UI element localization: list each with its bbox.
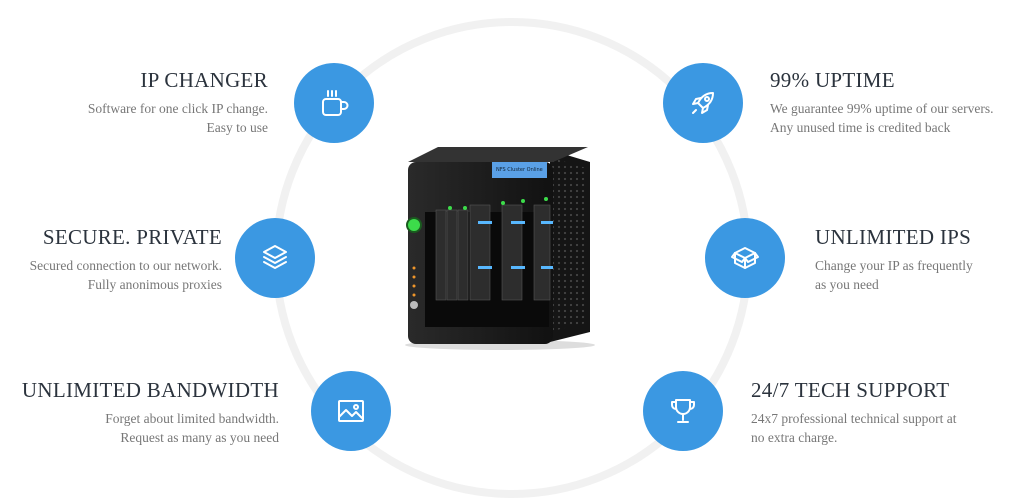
feature-secure-private: SECURE. PRIVATE Secured connection to ou… [0, 225, 222, 294]
feature-desc: Forget about limited bandwidth.Request a… [105, 411, 279, 445]
coffee-cup-icon [294, 63, 374, 143]
feature-desc: Software for one click IP change.Easy to… [87, 101, 268, 135]
feature-unlimited-bandwidth: UNLIMITED BANDWIDTH Forget about limited… [0, 378, 279, 447]
box-icon [705, 218, 785, 298]
feature-title: IP CHANGER [140, 68, 268, 92]
feature-title: SECURE. PRIVATE [42, 225, 222, 249]
server-screen-text: NFS Cluster Online [496, 167, 543, 173]
feature-desc: We guarantee 99% uptime of our servers.A… [770, 101, 994, 135]
feature-unlimited-ips: UNLIMITED IPS Change your IP as frequent… [815, 225, 1024, 294]
feature-uptime: 99% UPTIME We guarantee 99% uptime of ou… [770, 68, 1024, 137]
rocket-icon [663, 63, 743, 143]
feature-title: UNLIMITED IPS [815, 225, 972, 249]
feature-desc: Secured connection to our network.Fully … [29, 258, 222, 292]
feature-tech-support: 24/7 TECH SUPPORT 24x7 professional tech… [751, 378, 1024, 447]
feature-title: UNLIMITED BANDWIDTH [21, 378, 279, 402]
feature-title: 99% UPTIME [770, 68, 895, 92]
layers-icon [235, 218, 315, 298]
feature-ip-changer: IP CHANGER Software for one click IP cha… [0, 68, 268, 137]
server-image: NFS Cluster Online [405, 147, 595, 350]
image-icon [311, 371, 391, 451]
trophy-icon [643, 371, 723, 451]
feature-title: 24/7 TECH SUPPORT [751, 378, 950, 402]
